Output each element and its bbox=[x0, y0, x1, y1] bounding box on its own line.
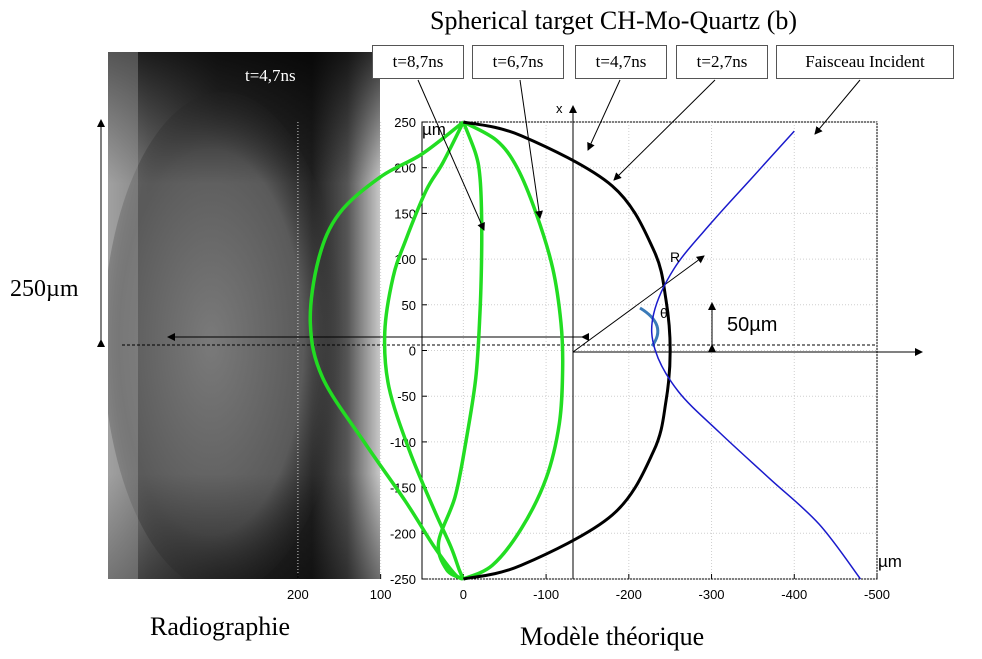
beam-box: Faisceau Incident bbox=[776, 45, 954, 79]
series-line-faisceau-incident bbox=[650, 130, 862, 580]
pointer-layer bbox=[417, 79, 861, 231]
radius-arrow bbox=[572, 255, 705, 353]
offset-label: 50µm bbox=[727, 314, 777, 336]
series-line-t-8-7ns bbox=[308, 120, 465, 581]
time-box-4-7: t=4,7ns bbox=[575, 45, 667, 79]
pointer-beam bbox=[814, 79, 861, 135]
x-tick-label: -400 bbox=[781, 587, 807, 602]
time-box-8-7: t=8,7ns bbox=[372, 45, 464, 79]
series-layer bbox=[308, 120, 862, 581]
series-line-t-2-7ns bbox=[462, 120, 565, 581]
pointer-8-7 bbox=[417, 79, 485, 231]
x-tick-label: 0 bbox=[460, 587, 467, 602]
annotation-layer bbox=[97, 105, 923, 579]
radius-label: R bbox=[670, 249, 680, 265]
x-tick-label: -500 bbox=[864, 587, 890, 602]
y-axis-unit: µm bbox=[422, 120, 446, 139]
series-line-target bbox=[463, 120, 672, 581]
y-tick-label: -200 bbox=[390, 526, 416, 541]
x-axis-unit: µm bbox=[878, 552, 902, 571]
plot-frame bbox=[421, 121, 878, 580]
x-tick-label: -200 bbox=[616, 587, 642, 602]
theta-arc bbox=[639, 306, 660, 347]
scale-label: 250µm bbox=[10, 276, 79, 302]
time-box-2-7: t=2,7ns bbox=[676, 45, 768, 79]
y-tick-label: -250 bbox=[390, 572, 416, 587]
radiograph-caption: Radiographie bbox=[150, 612, 291, 641]
axis-x-letter: x bbox=[556, 101, 563, 116]
theta-label: θ bbox=[660, 305, 668, 321]
y-tick-label: 250 bbox=[394, 115, 416, 130]
x-tick-label: -100 bbox=[533, 587, 559, 602]
time-box-6-7: t=6,7ns bbox=[472, 45, 564, 79]
y-tick-label: 150 bbox=[394, 206, 416, 221]
y-tick-label: -150 bbox=[390, 481, 416, 496]
pointer-4-7 bbox=[587, 79, 621, 151]
y-tick-label: 0 bbox=[409, 344, 416, 359]
x-tick-label: 200 bbox=[287, 587, 309, 602]
pointer-2-7 bbox=[613, 79, 716, 181]
chart-title: Spherical target CH-Mo-Quartz (b) bbox=[430, 6, 798, 35]
series-line-t-6-7ns bbox=[382, 121, 465, 580]
series-line-t-4-7ns bbox=[436, 121, 484, 581]
x-tick-label: -300 bbox=[699, 587, 725, 602]
y-tick-label: 50 bbox=[402, 298, 416, 313]
x-tick-label: 100 bbox=[370, 587, 392, 602]
model-caption: Modèle théorique bbox=[520, 622, 705, 651]
y-tick-label: -50 bbox=[397, 389, 416, 404]
pointer-6-7 bbox=[519, 79, 543, 219]
radiograph-time-label: t=4,7ns bbox=[245, 66, 296, 85]
